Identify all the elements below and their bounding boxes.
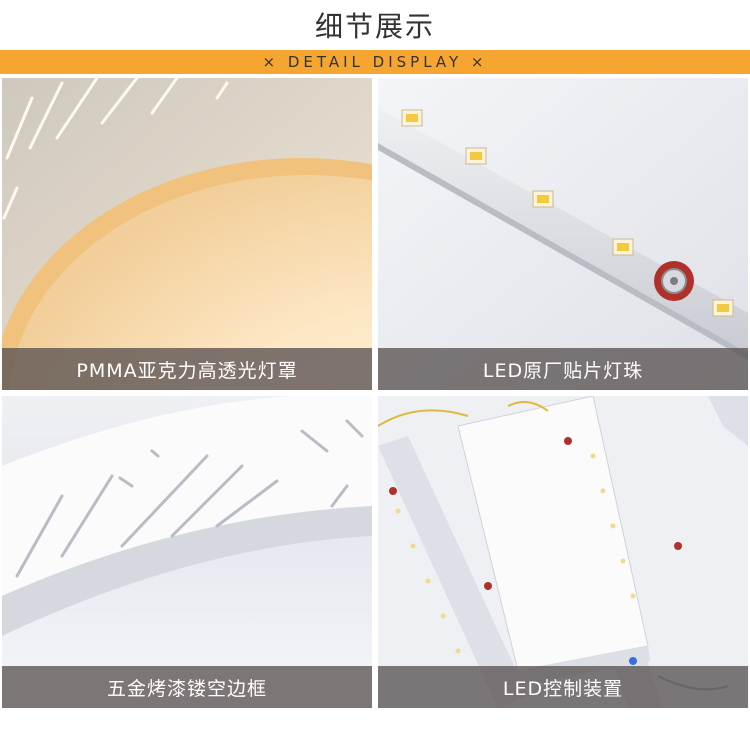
detail-panel-led-chips: LED原厂贴片灯珠 bbox=[378, 78, 748, 390]
detail-panel-driver: LED控制装置 bbox=[378, 396, 748, 708]
panel-caption: LED原厂贴片灯珠 bbox=[378, 348, 748, 390]
page-title: 细节展示 bbox=[314, 10, 435, 43]
led-strip-image bbox=[378, 78, 748, 390]
panel-caption: LED控制装置 bbox=[378, 666, 748, 708]
detail-panel-pmma: PMMA亚克力高透光灯罩 bbox=[2, 78, 372, 390]
subtitle-banner: × DETAIL DISPLAY × bbox=[0, 50, 750, 74]
led-driver-image bbox=[378, 396, 748, 708]
hollow-frame-image bbox=[2, 396, 372, 708]
detail-panel-frame: 五金烤漆镂空边框 bbox=[2, 396, 372, 708]
panel-caption: 五金烤漆镂空边框 bbox=[2, 666, 372, 708]
pmma-diffuser-image bbox=[2, 78, 372, 390]
panel-caption: PMMA亚克力高透光灯罩 bbox=[2, 348, 372, 390]
